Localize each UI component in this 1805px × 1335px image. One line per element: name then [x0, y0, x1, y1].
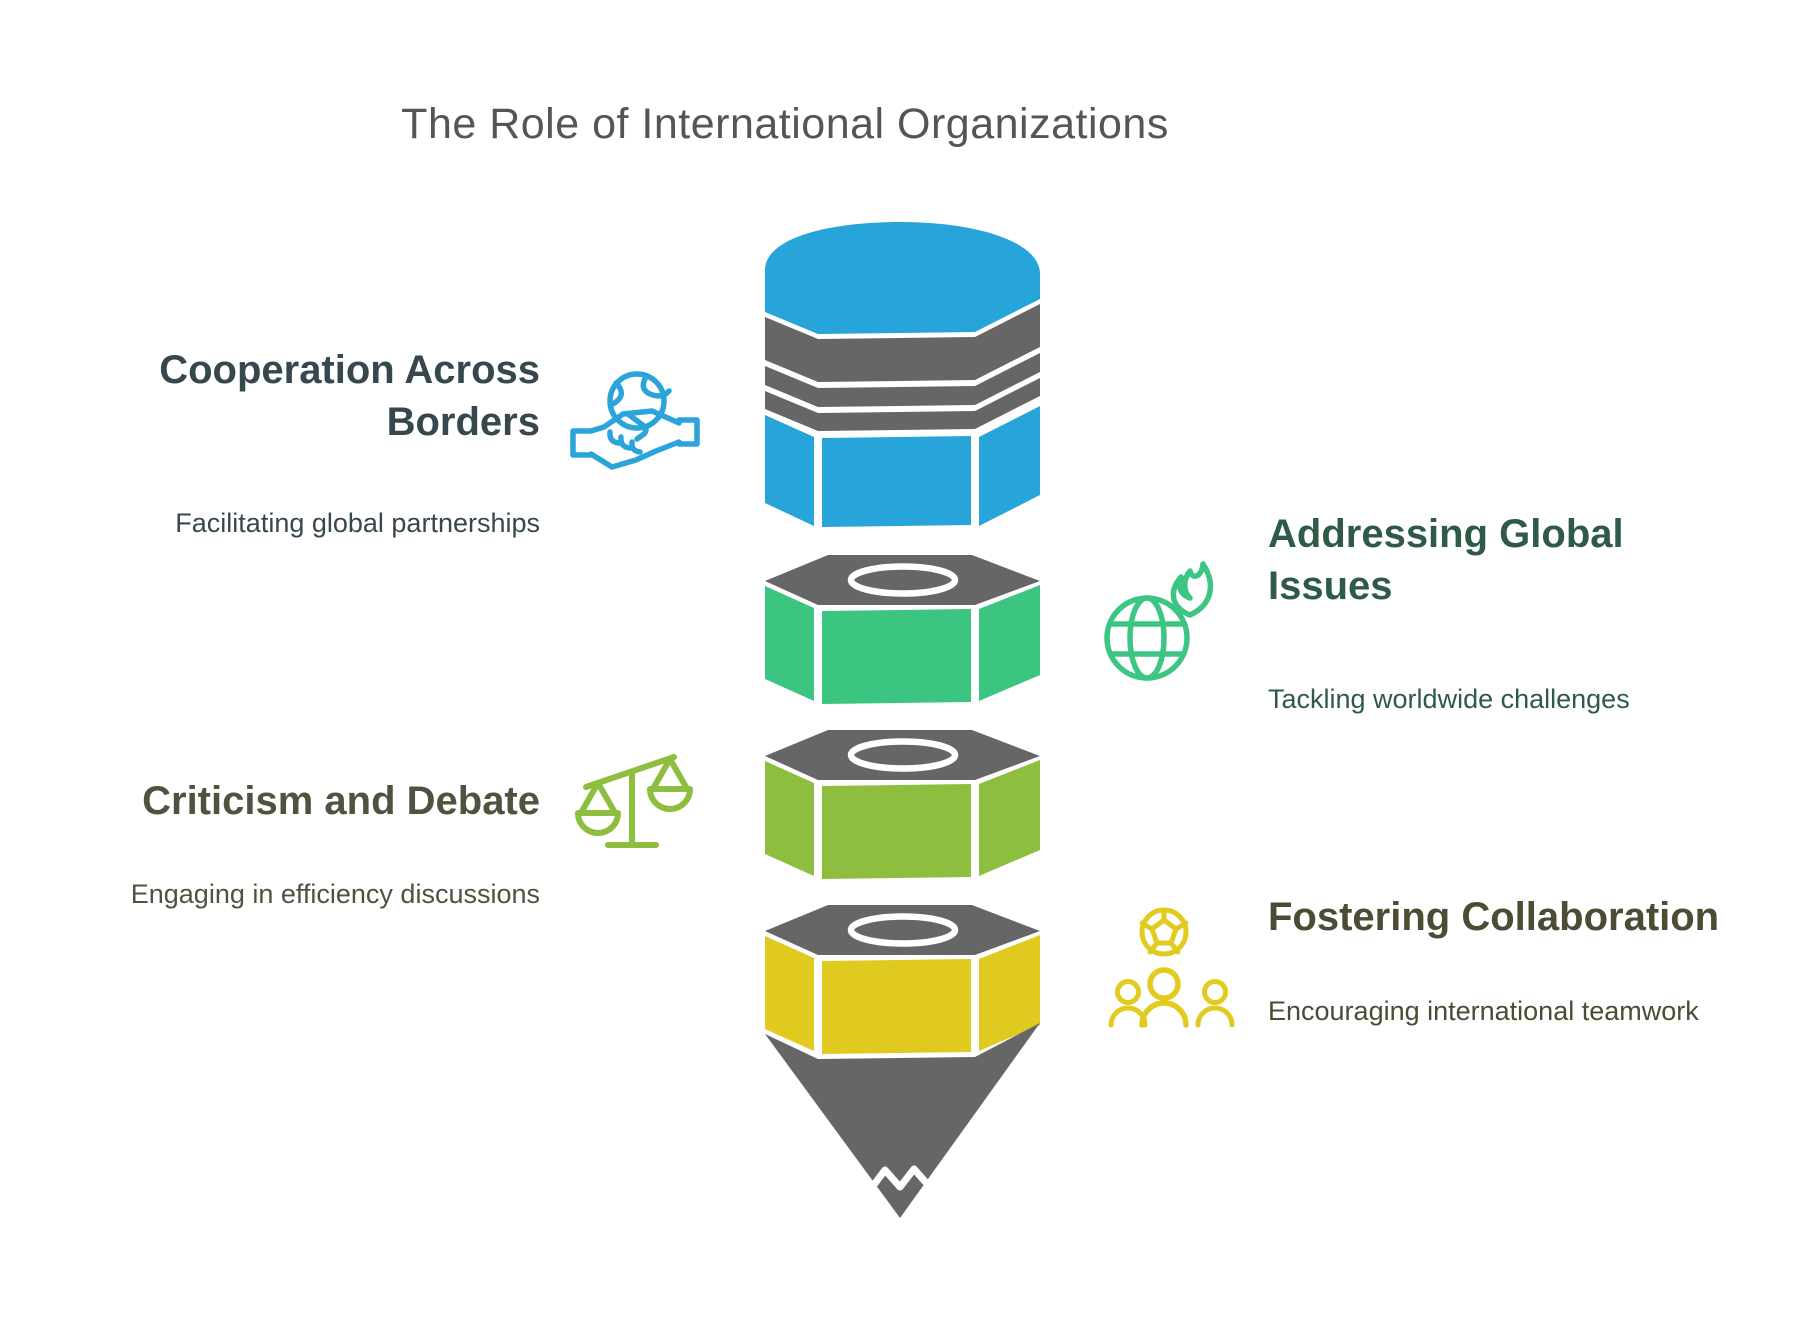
pencil-segment-4	[765, 905, 1040, 1054]
globe-flame-icon	[1104, 561, 1214, 681]
pencil-tip	[765, 1023, 1040, 1218]
section-subtitle: Facilitating global partnerships	[175, 508, 540, 538]
section-cooperation: Cooperation Across Borders Facilitating …	[60, 344, 540, 538]
section-subtitle: Tackling worldwide challenges	[1268, 684, 1630, 714]
section-collaboration: Fostering Collaboration Encouraging inte…	[1268, 891, 1738, 1026]
nut-hole-ring	[847, 738, 959, 772]
tip-zigzag	[866, 1165, 933, 1194]
nut-top-face	[765, 905, 1040, 955]
pencil-segment-2	[765, 555, 1040, 704]
section-criticism: Criticism and Debate Engaging in efficie…	[60, 775, 540, 909]
section-subtitle: Engaging in efficiency discussions	[130, 879, 540, 909]
section-global-issues: Addressing Global Issues Tackling worldw…	[1268, 508, 1738, 714]
page-title: The Role of International Organizations	[401, 100, 1169, 148]
nut-hole-ring	[847, 913, 959, 947]
pencil-segment-eraser	[765, 222, 1040, 527]
eraser-hex-body	[765, 406, 1040, 527]
nut-hole-ring	[847, 563, 959, 597]
pencil-stack-graphic	[765, 222, 1040, 1218]
pencil-segment-3	[765, 730, 1040, 879]
team-ball-icon	[1108, 907, 1235, 1028]
section-subtitle: Encouraging international teamwork	[1268, 996, 1699, 1026]
section-title: Cooperation Across Borders	[159, 348, 540, 444]
balance-scale-icon	[575, 754, 693, 848]
section-title: Criticism and Debate	[142, 779, 540, 823]
nut-top-face	[765, 555, 1040, 605]
section-title: Fostering Collaboration	[1268, 895, 1720, 939]
handshake-globe-icon	[570, 371, 700, 470]
section-title: Addressing Global Issues	[1268, 512, 1624, 608]
eraser-cap	[765, 222, 1040, 334]
ferrule-bands	[765, 304, 1040, 431]
nut-top-face	[765, 730, 1040, 780]
